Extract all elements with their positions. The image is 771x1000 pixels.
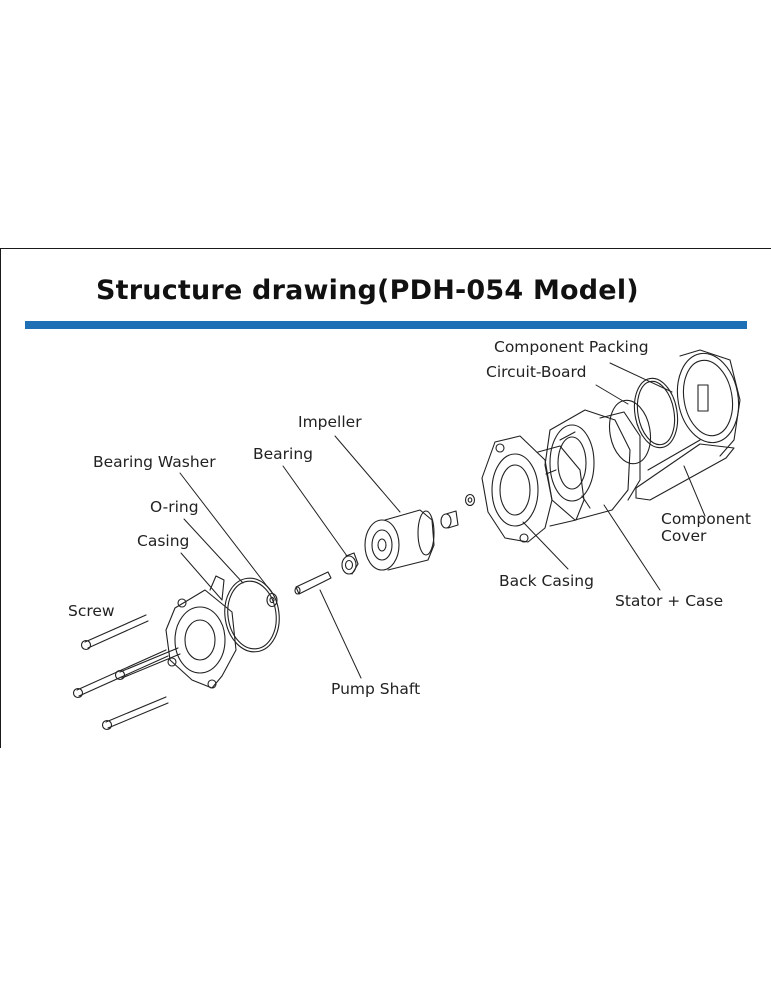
label-pump-shaft: Pump Shaft	[331, 680, 421, 698]
label-bearing: Bearing	[253, 445, 314, 463]
label-casing: Casing	[137, 532, 190, 550]
label-impeller: Impeller	[298, 413, 362, 431]
label-screw: Screw	[68, 602, 115, 620]
label-component-cover: Component Cover	[661, 511, 751, 545]
pump-shaft-part	[294, 571, 332, 595]
circuit-board-part	[608, 399, 652, 465]
screw-part	[72, 614, 181, 731]
o-ring-part	[224, 577, 280, 653]
label-bearing-washer: Bearing Washer	[93, 453, 216, 471]
rear-bearing-part	[440, 493, 476, 529]
label-component-packing: Component Packing	[494, 338, 649, 356]
impeller-part	[364, 509, 435, 571]
page-title: Structure drawing(PDH-054 Model)	[96, 275, 639, 306]
label-circuit-board: Circuit-Board	[486, 363, 587, 381]
label-component-cover-line2: Cover	[661, 527, 707, 545]
label-component-cover-line1: Component	[661, 510, 751, 528]
component-packing-part	[633, 377, 679, 449]
label-o-ring: O-ring	[150, 498, 199, 516]
bearing-part	[341, 552, 359, 575]
component-cover-part	[635, 349, 741, 501]
stator-case-part	[544, 409, 641, 521]
back-casing-part	[481, 435, 585, 543]
title-rule	[25, 321, 747, 329]
leader-lines	[179, 362, 706, 679]
label-stator-case: Stator + Case	[615, 592, 724, 610]
casing-part	[165, 575, 237, 689]
label-back-casing: Back Casing	[499, 572, 594, 590]
slide-frame	[0, 248, 771, 748]
